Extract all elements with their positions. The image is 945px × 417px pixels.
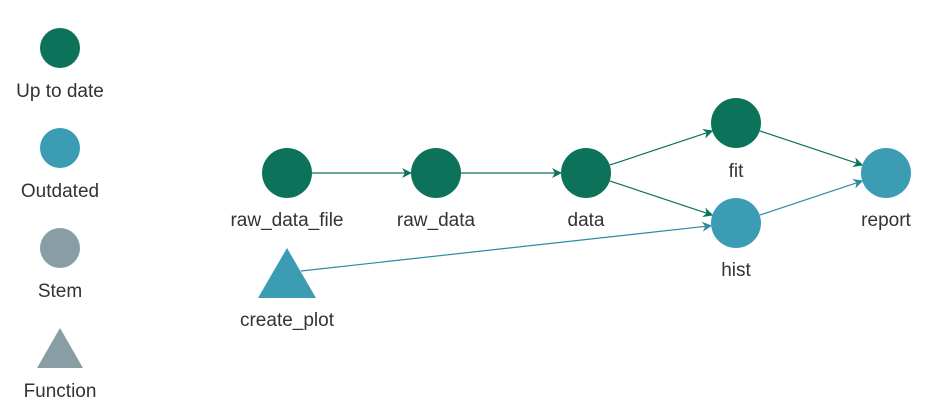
raw-data-file-label: raw_data_file bbox=[230, 210, 343, 231]
legend-item-outdated: Outdated bbox=[21, 128, 99, 202]
fit-label: fit bbox=[729, 161, 745, 182]
legend-function-triangle-icon bbox=[37, 328, 83, 368]
node-fit[interactable]: fit bbox=[711, 98, 761, 182]
report-node-circle[interactable] bbox=[861, 148, 911, 198]
fit-node-circle[interactable] bbox=[711, 98, 761, 148]
report-label: report bbox=[861, 210, 911, 231]
edge-data-to-fit bbox=[609, 129, 714, 166]
node-raw-data[interactable]: raw_data bbox=[397, 148, 476, 231]
legend-outdated-circle-icon bbox=[40, 128, 80, 168]
edges bbox=[300, 129, 864, 272]
legend-label-outdated: Outdated bbox=[21, 181, 99, 202]
edge-hist-to-report bbox=[759, 179, 864, 216]
nodes: raw_data_file raw_data data fit hist rep… bbox=[230, 98, 912, 331]
raw-data-file-node-circle[interactable] bbox=[262, 148, 312, 198]
hist-label: hist bbox=[721, 260, 751, 281]
legend-item-up-to-date: Up to date bbox=[16, 28, 104, 102]
legend-stem-circle-icon bbox=[40, 228, 80, 268]
edge-data-to-hist bbox=[609, 180, 714, 217]
node-create-plot[interactable]: create_plot bbox=[240, 248, 335, 331]
create-plot-triangle-icon[interactable] bbox=[258, 248, 316, 298]
node-hist[interactable]: hist bbox=[711, 198, 761, 281]
raw-data-label: raw_data bbox=[397, 210, 476, 231]
data-label: data bbox=[568, 210, 605, 231]
data-node-circle[interactable] bbox=[561, 148, 611, 198]
node-data[interactable]: data bbox=[561, 148, 611, 231]
hist-node-circle[interactable] bbox=[711, 198, 761, 248]
legend-label-up-to-date: Up to date bbox=[16, 81, 104, 102]
legend-item-stem: Stem bbox=[38, 228, 82, 302]
legend-label-stem: Stem bbox=[38, 281, 82, 302]
node-raw-data-file[interactable]: raw_data_file bbox=[230, 148, 344, 231]
node-report[interactable]: report bbox=[861, 148, 912, 231]
legend-item-function: Function bbox=[24, 328, 97, 402]
legend: Up to date Outdated Stem Function bbox=[16, 28, 104, 402]
edge-create-plot-to-hist bbox=[300, 221, 713, 272]
legend-up-to-date-circle-icon bbox=[40, 28, 80, 68]
raw-data-node-circle[interactable] bbox=[411, 148, 461, 198]
edge-fit-to-report bbox=[759, 130, 864, 167]
create-plot-label: create_plot bbox=[240, 310, 335, 331]
legend-label-function: Function bbox=[24, 381, 97, 402]
